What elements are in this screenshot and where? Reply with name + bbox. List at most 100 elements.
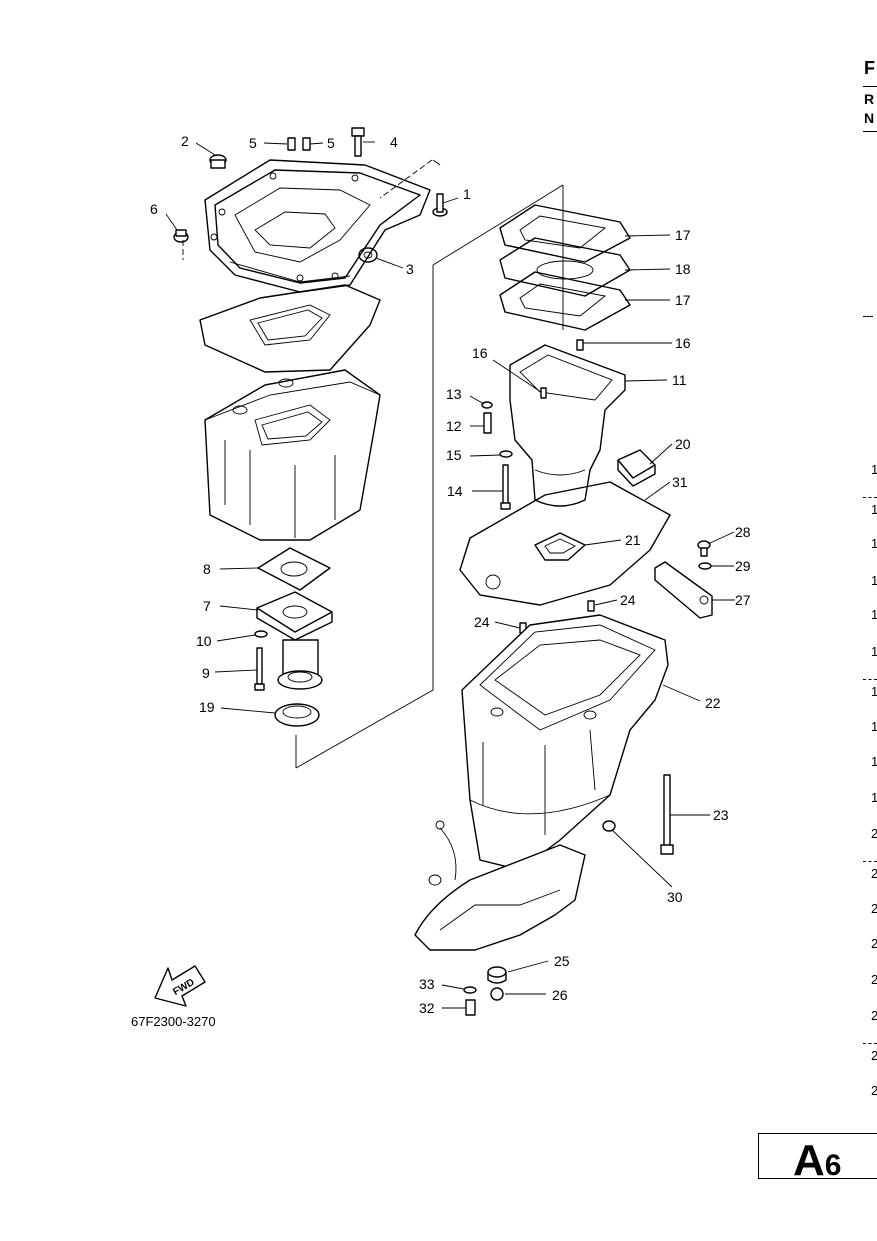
part-15-washer <box>499 450 513 458</box>
part-12-bolt <box>483 412 492 434</box>
right-row-number: 1 <box>871 644 877 659</box>
callout-numbers: 1 2 3 4 5 5 6 7 8 9 10 11 12 13 14 15 16… <box>150 133 751 1016</box>
part-10-washer <box>254 630 268 638</box>
part-17-gasket-lower <box>499 271 631 331</box>
right-header-n: N <box>864 110 875 126</box>
page-id-number: 6 <box>824 1149 842 1182</box>
callout-20: 20 <box>675 436 691 452</box>
part-28-screw <box>697 540 711 557</box>
callout-3: 3 <box>406 261 414 277</box>
right-row-number: 2 <box>871 826 877 841</box>
part-24-pin-right <box>587 600 595 612</box>
callout-1: 1 <box>463 186 471 202</box>
right-row-number: 1 <box>871 790 877 805</box>
callout-21: 21 <box>625 532 641 548</box>
callout-18: 18 <box>675 261 691 277</box>
part-29-washer <box>698 562 712 570</box>
right-row-number: 2 <box>871 1083 877 1098</box>
callout-5-right: 5 <box>327 135 335 151</box>
part-9-bolt <box>254 647 265 691</box>
callout-15: 15 <box>446 447 462 463</box>
right-row-number: 2 <box>871 936 877 951</box>
right-row-number: 1 <box>871 502 877 517</box>
lower-plate <box>414 820 586 951</box>
part-27-plate <box>654 561 713 619</box>
callout-4: 4 <box>390 134 398 150</box>
callout-6: 6 <box>150 201 158 217</box>
right-row-number: 1 <box>871 462 877 477</box>
part-30-grommet <box>602 820 616 832</box>
part-23-bolt <box>660 774 674 855</box>
right-row-number: 2 <box>871 901 877 916</box>
callout-19: 19 <box>199 699 215 715</box>
callout-25: 25 <box>554 953 570 969</box>
callout-32: 32 <box>419 1000 435 1016</box>
callout-16-right: 16 <box>675 335 691 351</box>
right-divider <box>863 1043 877 1044</box>
right-row-number: 1 <box>871 536 877 551</box>
callout-28: 28 <box>735 524 751 540</box>
callout-17-lower: 17 <box>675 292 691 308</box>
right-row-number: 1 <box>871 607 877 622</box>
casing-gasket <box>199 284 381 373</box>
callout-9: 9 <box>202 665 210 681</box>
oil-pan <box>204 369 381 541</box>
right-row-number: 1 <box>871 754 877 769</box>
callout-8: 8 <box>203 561 211 577</box>
callout-24-right: 24 <box>620 592 636 608</box>
part-2-plug <box>209 154 227 169</box>
callout-27: 27 <box>735 592 751 608</box>
part-4-bolt <box>351 127 365 157</box>
right-divider <box>863 497 877 498</box>
callout-31: 31 <box>672 474 688 490</box>
part-31-gasket <box>459 481 671 606</box>
callout-11: 11 <box>672 372 687 388</box>
right-divider <box>863 86 877 87</box>
right-row-number: 2 <box>871 866 877 881</box>
part-33-washer <box>463 986 477 994</box>
part-26-circlip <box>490 987 504 1001</box>
callout-7: 7 <box>203 598 211 614</box>
right-row-number: 2 <box>871 1048 877 1063</box>
right-row-number: 2 <box>871 1008 877 1023</box>
callout-26: 26 <box>552 987 568 1003</box>
part-21-seal <box>534 532 586 561</box>
part-14-bolt <box>500 464 511 510</box>
part-16-pin <box>576 339 584 351</box>
part-6-plug <box>173 229 189 243</box>
right-divider <box>863 131 877 132</box>
part-7-housing <box>256 591 333 690</box>
assembly-reference-lines <box>182 159 564 769</box>
diagram-code: 67F2300-3270 <box>131 1014 216 1029</box>
callout-22: 22 <box>705 695 721 711</box>
part-1-bolt <box>432 193 448 217</box>
part-3-upper-casing <box>204 159 431 293</box>
right-divider <box>863 861 877 862</box>
callout-29: 29 <box>735 558 751 574</box>
part-20-damper <box>617 449 656 487</box>
right-row-number: 2 <box>871 972 877 987</box>
callout-17-upper: 17 <box>675 227 691 243</box>
callout-10: 10 <box>196 633 212 649</box>
callout-33: 33 <box>419 976 435 992</box>
callout-16-left: 16 <box>472 345 488 361</box>
callout-24-left: 24 <box>474 614 490 630</box>
callout-5-left: 5 <box>249 135 257 151</box>
part-25-nut <box>487 966 507 984</box>
part-22-upper-case <box>461 614 669 871</box>
right-row-number: 1 <box>871 719 877 734</box>
callout-2: 2 <box>181 133 189 149</box>
leader-lines <box>165 141 735 1009</box>
callout-12: 12 <box>446 418 462 434</box>
fwd-arrow-icon: FWD <box>154 965 206 1007</box>
right-header-r: R <box>864 91 875 107</box>
page-id: A6 <box>793 1136 841 1186</box>
callout-30: 30 <box>667 889 683 905</box>
page-id-box: A6 <box>758 1133 877 1185</box>
right-row-number: 1 <box>871 684 877 699</box>
part-19-oil-seal <box>274 703 320 727</box>
part-8-gasket <box>257 547 331 591</box>
callout-23: 23 <box>713 807 729 823</box>
callout-13: 13 <box>446 386 462 402</box>
